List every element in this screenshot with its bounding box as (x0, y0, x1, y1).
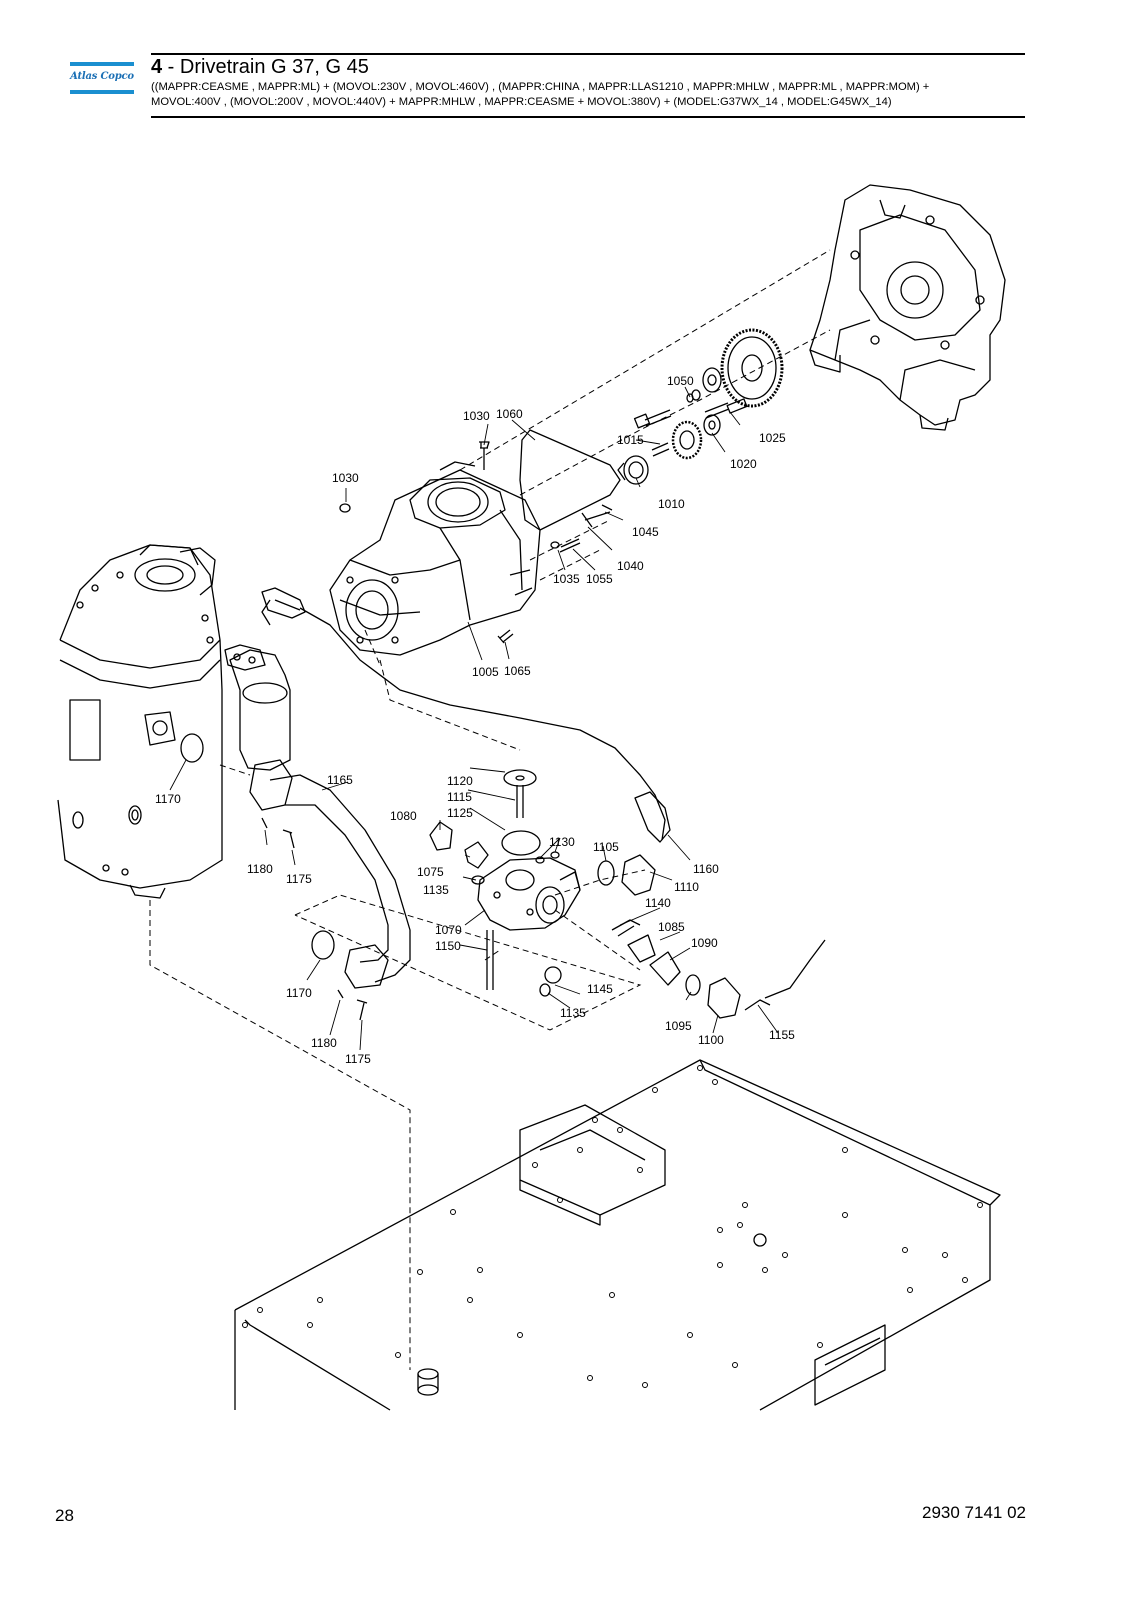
callout-1180: 1180 (311, 1036, 337, 1050)
applicability-line-2: MOVOL:400V , (MOVOL:200V , MOVOL:440V) +… (151, 96, 892, 108)
callout-1160: 1160 (693, 862, 719, 876)
callout-1020: 1020 (730, 457, 757, 471)
valve-block (477, 857, 581, 931)
callout-1140: 1140 (645, 896, 671, 910)
screws-1180-1175-lower (337, 989, 368, 1021)
compressor-element (329, 461, 541, 656)
callout-1040: 1040 (617, 559, 644, 573)
callout-1125: 1125 (447, 806, 473, 820)
electric-motor (57, 544, 223, 899)
o-ring-1170-lower (311, 930, 335, 960)
callout-1115: 1115 (447, 790, 472, 804)
header-rule-top (151, 53, 1025, 55)
callout-1030: 1030 (463, 409, 490, 423)
callout-1100: 1100 (698, 1033, 724, 1047)
callout-1145: 1145 (587, 982, 613, 996)
assembly-lines (149, 249, 831, 1370)
callout-1060: 1060 (496, 407, 523, 421)
leader-lines (169, 386, 779, 1051)
callout-1120: 1120 (447, 774, 473, 788)
section-title: 4 - Drivetrain G 37, G 45 (151, 56, 369, 78)
callout-1005: 1005 (472, 665, 499, 679)
header-rule-bottom (151, 116, 1025, 118)
callout-1170: 1170 (155, 792, 181, 806)
valve-parts (429, 769, 826, 1019)
callout-1080: 1080 (390, 809, 417, 823)
base-frame (234, 1059, 1001, 1411)
callout-1075: 1075 (417, 865, 444, 879)
stud-1150 (486, 930, 494, 990)
callout-1130: 1130 (549, 835, 575, 849)
filter-housing (224, 644, 291, 771)
callout-1035: 1035 (553, 572, 580, 586)
callout-1055: 1055 (586, 572, 613, 586)
logo-bar-top (70, 62, 134, 66)
bolt-1065 (497, 629, 514, 644)
callout-1015: 1015 (617, 433, 644, 447)
document-number: 2930 7141 02 (922, 1503, 1026, 1522)
atlas-copco-logo: Atlas Copco (70, 62, 134, 94)
bolt-1030-top (479, 441, 490, 470)
screws-1180-1175-upper (261, 817, 295, 849)
oil-hose (249, 759, 411, 989)
callout-1025: 1025 (759, 431, 786, 445)
callout-labels: 1030 1060 1050 1015 1025 1020 1010 1030 … (155, 374, 795, 1066)
logo-text: Atlas Copco (70, 71, 134, 82)
callout-1165: 1165 (327, 773, 353, 787)
callout-1095: 1095 (665, 1019, 692, 1033)
callout-1155: 1155 (769, 1028, 795, 1042)
o-ring-1170-upper (180, 733, 204, 763)
callout-1150: 1150 (435, 939, 461, 953)
bolt-1030-left (339, 503, 351, 513)
callout-1085: 1085 (658, 920, 685, 934)
gear-housing (809, 184, 1006, 431)
large-gear (686, 328, 784, 408)
logo-bar-bottom (70, 90, 134, 94)
callout-1180: 1180 (247, 862, 273, 876)
callout-1065: 1065 (504, 664, 531, 678)
callout-1175: 1175 (345, 1052, 371, 1066)
callout-1070: 1070 (435, 923, 462, 937)
page-number: 28 (55, 1506, 74, 1525)
gasket (519, 429, 621, 531)
callout-1010: 1010 (658, 497, 685, 511)
section-title-text: - Drivetrain G 37, G 45 (162, 56, 369, 78)
callout-1170: 1170 (286, 986, 312, 1000)
callout-1030: 1030 (332, 471, 359, 485)
callout-1050: 1050 (667, 374, 694, 388)
pipe-fitting-1160 (634, 791, 671, 843)
callout-1135: 1135 (423, 883, 449, 897)
callout-1090: 1090 (691, 936, 718, 950)
applicability-text: ((MAPPR:CEASME , MAPPR:ML) + (MOVOL:230V… (151, 80, 1031, 110)
oil-pipe (261, 599, 666, 841)
callout-1175: 1175 (286, 872, 312, 886)
pipe-fitting-top (261, 587, 306, 619)
pins-1035-1040-1045 (559, 504, 613, 553)
callout-1135: 1135 (560, 1006, 586, 1020)
callout-1045: 1045 (632, 525, 659, 539)
applicability-line-1: ((MAPPR:CEASME , MAPPR:ML) + (MOVOL:230V… (151, 81, 930, 93)
gear-bolts (617, 398, 748, 485)
washer-1035 (550, 541, 560, 549)
callout-1105: 1105 (593, 840, 619, 854)
callout-1110: 1110 (674, 880, 699, 894)
section-number: 4 (151, 56, 163, 78)
